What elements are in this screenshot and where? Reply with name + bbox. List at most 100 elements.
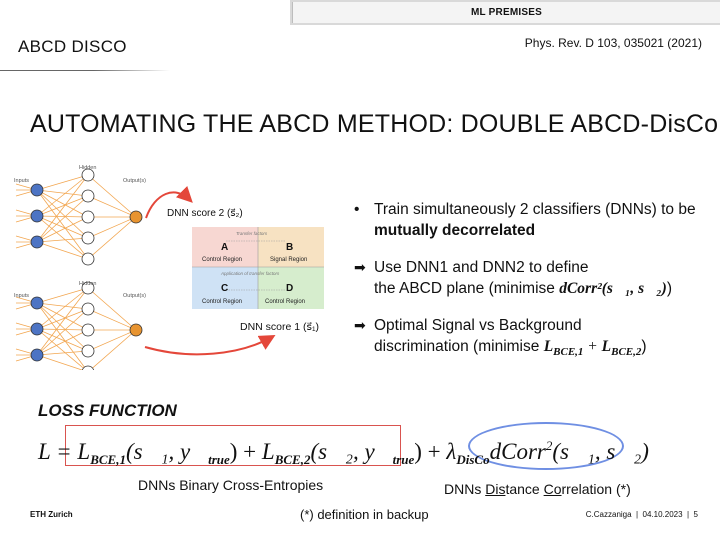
- region-c: [192, 267, 258, 309]
- header-tab-inner: ML PREMISES: [292, 2, 720, 23]
- bullet-2-line1: Use DNN1 and DNN2 to define: [374, 259, 589, 276]
- nn-edge: [87, 216, 137, 239]
- nn-edge: [36, 302, 89, 310]
- nn-hidden-node: [81, 231, 95, 245]
- bullet-3-math-l1: L: [543, 338, 554, 355]
- bullet-2-math: dCorr²(s⃗₁, s⃗₂): [559, 280, 667, 297]
- nn-edge: [36, 302, 89, 352]
- nn-edge: [36, 215, 89, 260]
- bullet-3-math-l2-sub: BCE,2: [611, 346, 642, 359]
- nn-hidden-node: [81, 252, 95, 266]
- formula-lambda-sub: DisCo: [456, 452, 490, 467]
- nn-edge: [36, 308, 89, 330]
- bullet-item-1: • Train simultaneously 2 classifiers (DN…: [352, 199, 712, 241]
- disco-caption-dis: Dis: [485, 481, 506, 497]
- nn-edge: [36, 350, 89, 356]
- disco-caption-prefix: DNNs: [444, 481, 486, 497]
- nn-edge: [36, 174, 89, 243]
- bullet-1-bold: mutually decorrelated: [374, 222, 536, 239]
- region-c-letter: C: [221, 283, 228, 294]
- nn-edge: [36, 328, 87, 370]
- double-disco-figure: Inputs Hidden Output(s) Inputs Hidden Ou…: [14, 165, 324, 370]
- region-d-name: Control Region: [265, 299, 305, 305]
- bullet-item-2: ➡ Use DNN1 and DNN2 to define the ABCD p…: [352, 257, 712, 299]
- nn-edge: [36, 216, 89, 243]
- formula-lhs: L =: [38, 439, 78, 464]
- nn-edge: [87, 308, 137, 331]
- nn-edge: [36, 174, 89, 217]
- nn-edge: [36, 328, 89, 331]
- bullet-1-text: Train simultaneously 2 classifiers (DNNs…: [374, 201, 696, 218]
- loss-function-title: LOSS FUNCTION: [38, 401, 177, 420]
- nn-edge: [87, 216, 137, 260]
- nn-hidden-node: [81, 323, 95, 337]
- bullet-3-plus: +: [583, 338, 602, 355]
- section-divider: [0, 70, 170, 71]
- nn-edge: [36, 302, 88, 370]
- nn-edge: [36, 302, 89, 331]
- nn-edge: [36, 215, 89, 239]
- nn-edge: [87, 174, 137, 218]
- nn-hidden-node: [81, 365, 95, 370]
- nn-edge: [36, 189, 89, 239]
- region-d-letter: D: [286, 283, 293, 294]
- nn-edge: [36, 174, 89, 191]
- bottom-neural-network: [15, 281, 143, 370]
- formula-t1-args-sub: true: [208, 452, 230, 467]
- footer-note: (*) definition in backup: [300, 507, 429, 522]
- nn-edge: [36, 287, 89, 330]
- bullet-3-suffix: ): [641, 338, 647, 355]
- nn-edge: [36, 287, 89, 356]
- bullet-2-suffix: ): [666, 280, 672, 297]
- header-tab-label: ML PREMISES: [471, 7, 542, 18]
- bullet-3-math-l2: L: [601, 338, 612, 355]
- bottom-net-outputs-label: Output(s): [123, 293, 146, 299]
- bullet-2-prefix: the ABCD plane (minimise: [374, 280, 560, 297]
- nn-edge: [36, 189, 89, 218]
- section-title: ABCD DISCO: [18, 37, 127, 56]
- region-d: [258, 267, 324, 309]
- nn-input-node: [30, 348, 44, 362]
- nn-input-node: [30, 235, 44, 249]
- nn-hidden-node: [81, 168, 95, 182]
- paper-reference: Phys. Rev. D 103, 035021 (2021): [524, 36, 702, 50]
- bullet-list: • Train simultaneously 2 classifiers (DN…: [352, 199, 712, 379]
- header-tab: ML PREMISES: [290, 0, 720, 25]
- loss-formula: L = LBCE,1(s⃗₁, y⃗true) + LBCE,2(s⃗₂, y⃗…: [38, 432, 649, 474]
- formula-dcorr-args: (s⃗₁, s⃗₂): [552, 439, 649, 464]
- disco-caption: DNNs Distance Correlation (*): [444, 481, 631, 497]
- bullet-dot-icon: •: [354, 201, 360, 218]
- nn-edge: [36, 189, 89, 260]
- top-neural-network: [15, 168, 143, 266]
- formula-t2-args-sub: true: [392, 452, 415, 467]
- dcorr-term-highlight-ellipse: [468, 422, 624, 470]
- nn-edge: [87, 287, 137, 331]
- formula-t2-close: ): [414, 439, 422, 464]
- bullet-3-line1: Optimal Signal vs Background: [374, 317, 582, 334]
- top-arrow: [145, 185, 193, 219]
- nn-output-node: [129, 323, 143, 337]
- abcd-plane: Transfer factors Application of transfer…: [192, 227, 324, 309]
- dnn-score-2-label: DNN score 2 (s⃗₂): [167, 208, 243, 219]
- application-transfer-label: Application of transfer factors: [220, 271, 280, 276]
- formula-t1-sub: BCE,1: [90, 452, 126, 467]
- bce-caption: DNNs Binary Cross-Entropies: [138, 477, 324, 493]
- disco-caption-mid1: tance: [505, 481, 544, 497]
- footer-author-date-page: C.Cazzaniga | 04.10.2023 | 5: [585, 510, 698, 519]
- nn-edge: [89, 329, 137, 370]
- top-net-outputs-label: Output(s): [123, 178, 146, 184]
- formula-plus-1: +: [237, 439, 262, 464]
- nn-hidden-node: [81, 210, 95, 224]
- nn-edge: [36, 195, 89, 243]
- arrow-right-icon: ➡: [354, 317, 366, 333]
- region-b: [258, 227, 324, 267]
- formula-t2: L: [261, 439, 275, 464]
- nn-input-node: [30, 209, 44, 223]
- nn-hidden-node: [81, 281, 95, 295]
- region-a-letter: A: [221, 242, 228, 253]
- region-b-name: Signal Region: [270, 257, 307, 263]
- formula-t1: L: [77, 439, 91, 464]
- nn-edge: [87, 329, 137, 352]
- top-net-hidden-label: Hidden: [79, 165, 96, 171]
- region-c-name: Control Region: [202, 299, 242, 305]
